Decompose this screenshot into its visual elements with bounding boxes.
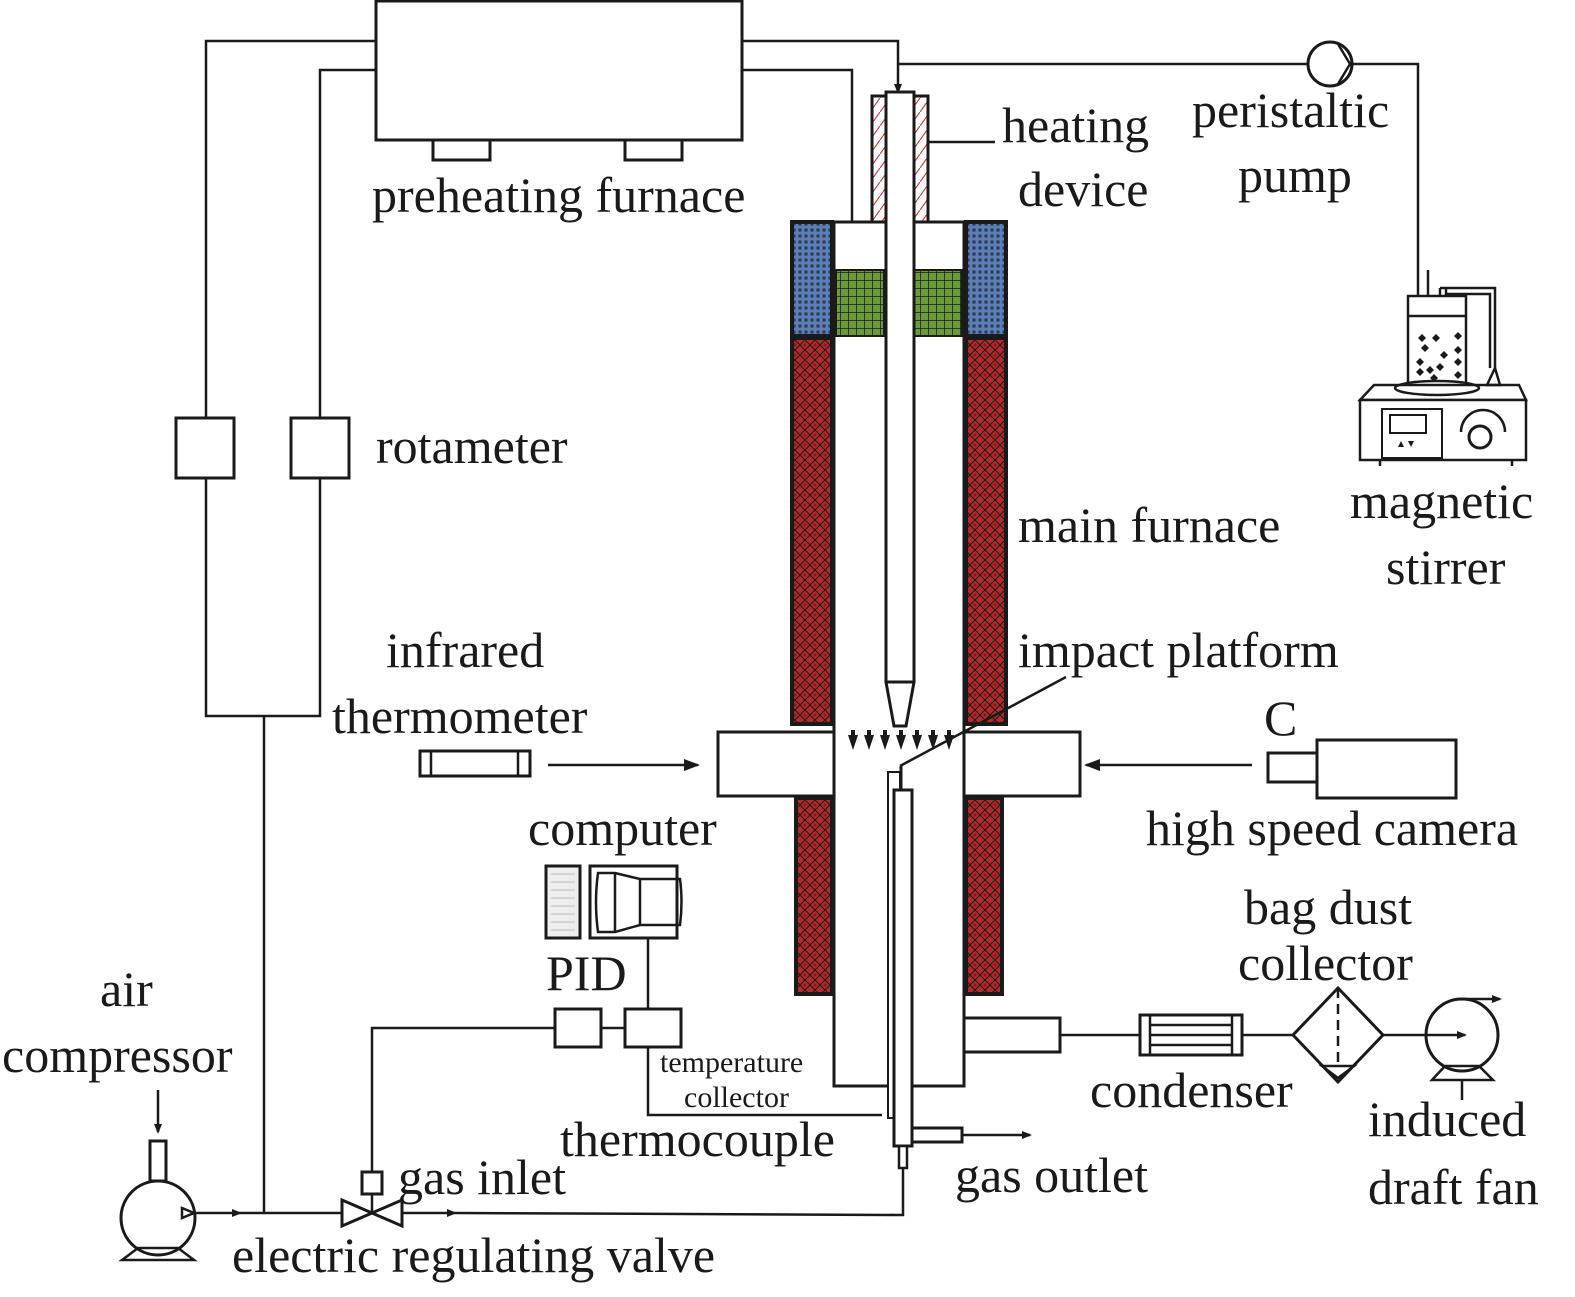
computer-icon: [544, 864, 683, 940]
air-compressor-label-2: compressor: [2, 1027, 233, 1083]
air-compressor: [118, 1090, 242, 1262]
infrared-thermometer-label-2: thermometer: [332, 688, 588, 744]
peristaltic-pump: [898, 40, 1420, 300]
magnetic-stirrer-label-1: magnetic: [1350, 473, 1533, 529]
temperature-collector-label-1: temperature: [660, 1046, 803, 1079]
bag-dust-collector-label-1: bag dust: [1244, 879, 1412, 935]
induced-draft-fan-label-2: draft fan: [1368, 1159, 1539, 1215]
right-window: [962, 730, 1082, 798]
exhaust-train: [962, 985, 1502, 1100]
gas-lines: [204, 39, 902, 1213]
induced-draft-fan-label-1: induced: [1368, 1091, 1526, 1147]
thermocouple-label: thermocouple: [560, 1111, 835, 1167]
peristaltic-pump-label-2: pump: [1238, 147, 1352, 203]
main-furnace: [790, 220, 1008, 1088]
rotameter-label: rotameter: [376, 418, 568, 474]
bag-dust-collector-label-2: collector: [1238, 935, 1413, 991]
pid-label: PID: [546, 945, 627, 1001]
rotameter-1: [174, 416, 236, 480]
electric-regulating-valve: [240, 1168, 905, 1229]
pump-icon: [1306, 40, 1354, 88]
impact-platform: [887, 675, 1067, 1170]
air-compressor-label-1: air: [100, 961, 153, 1017]
magnetic-stirrer-label-2: stirrer: [1386, 539, 1506, 595]
left-window: [716, 730, 836, 798]
preheating-furnace: [374, 0, 744, 162]
electric-regulating-valve-label: electric regulating valve: [232, 1227, 715, 1283]
magnetic-stirrer: [1357, 270, 1528, 466]
camera-tag-label: C: [1264, 690, 1297, 746]
temperature-collector-label-2: collector: [684, 1081, 789, 1114]
gas-inlet-label: gas inlet: [398, 1149, 566, 1205]
computer-label: computer: [528, 800, 717, 856]
infrared-thermometer-label-1: infrared: [386, 622, 544, 678]
condenser-label: condenser: [1090, 1062, 1293, 1118]
high-speed-camera-label: high speed camera: [1146, 800, 1518, 856]
pid-controller: [370, 938, 882, 1172]
impact-platform-label: impact platform: [1018, 622, 1339, 678]
main-furnace-label: main furnace: [1018, 497, 1280, 553]
heating-device-label-1: heating: [1002, 97, 1149, 153]
preheating-furnace-label: preheating furnace: [372, 167, 745, 223]
heating-device-label-2: device: [1018, 161, 1148, 217]
high-speed-camera: [1084, 738, 1458, 800]
droplet-arrows: [848, 730, 954, 750]
gas-outlet-label: gas outlet: [955, 1147, 1148, 1203]
infrared-thermometer: [418, 749, 700, 778]
rotameter-2: [289, 416, 351, 480]
peristaltic-pump-label-1: peristaltic: [1192, 82, 1389, 138]
gas-outlet: [910, 1126, 1032, 1144]
feeding-probe: [884, 90, 916, 728]
